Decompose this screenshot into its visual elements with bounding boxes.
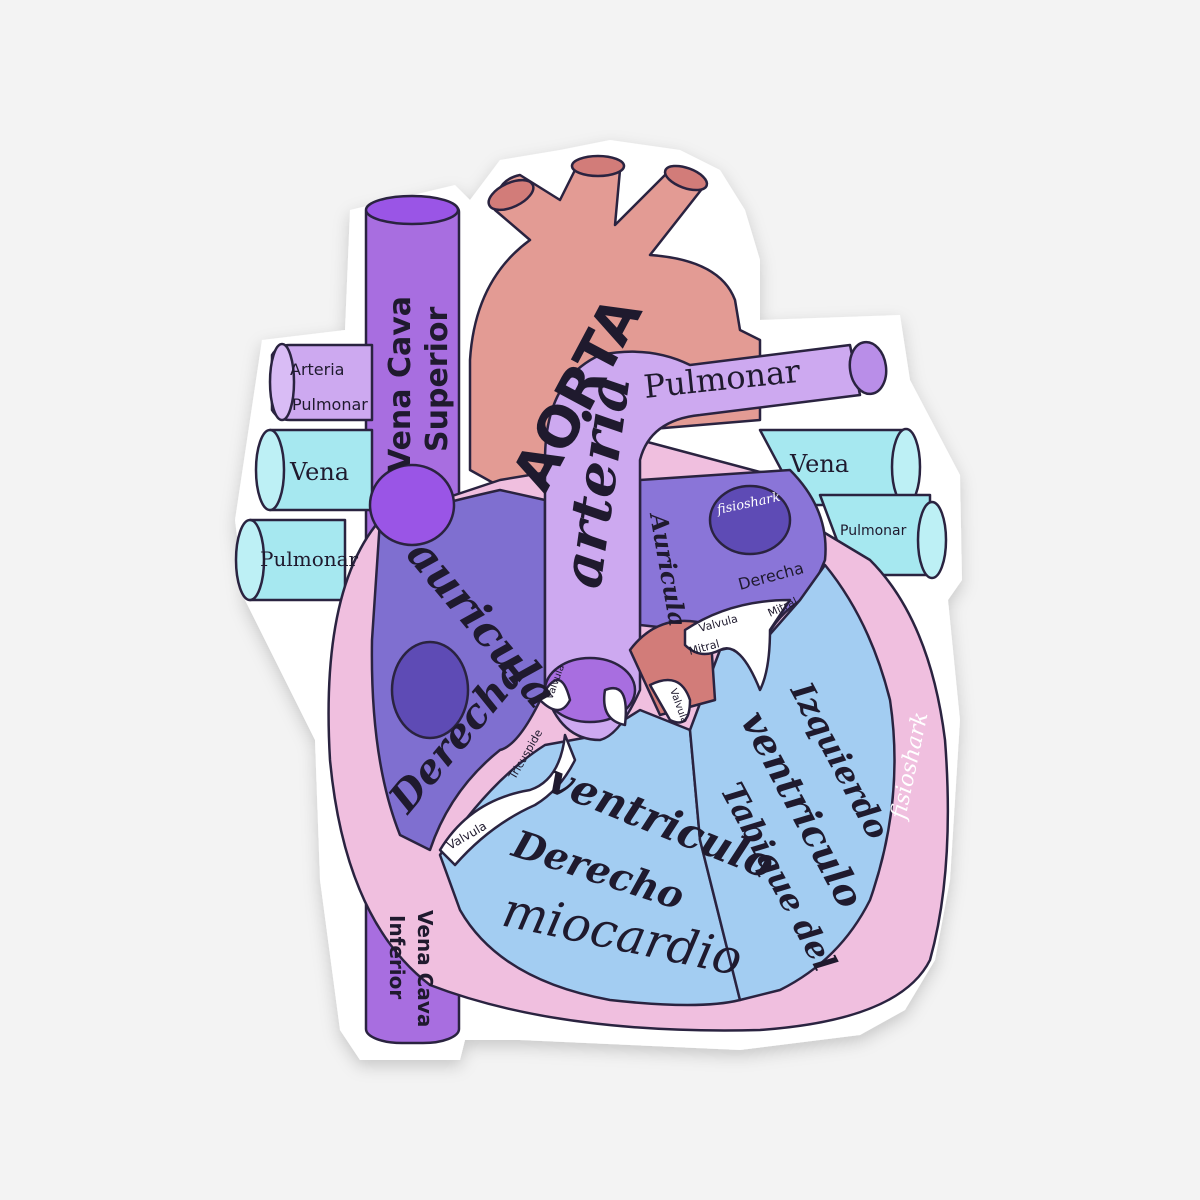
pulmonar-left-cap xyxy=(234,518,266,602)
right-atrium-opening xyxy=(390,640,470,740)
pulmonary-valve-right xyxy=(602,687,628,727)
pulmonary-artery-end-cap xyxy=(848,340,888,396)
pulmonary-valve-left xyxy=(538,678,572,712)
pulmonary-artery xyxy=(543,343,862,742)
label-arteria-pulmonar-left-2: Pulmonar xyxy=(292,395,368,414)
label-pulmonar-left: Pulmonar xyxy=(260,547,359,571)
label-arteria-pulmonar-left-1: Arteria xyxy=(290,360,344,379)
aortic-valve xyxy=(648,678,692,724)
label-pulmonar-right: Pulmonar xyxy=(840,523,907,539)
arteria-pulmonar-left-cap xyxy=(268,342,296,422)
aorta-branch-1-cap xyxy=(487,178,535,212)
label-vena-left: Vena xyxy=(289,458,349,486)
label-vena-right: Vena xyxy=(789,450,849,478)
label-vena-cava-inferior-1: Vena Cava xyxy=(413,910,437,1027)
aorta-branch-3-cap xyxy=(663,164,709,192)
vena-cava-junction xyxy=(368,463,456,547)
vena-right-cap xyxy=(890,427,922,507)
aorta-branch-2-cap xyxy=(570,154,626,178)
label-vena-cava-superior-2: Superior xyxy=(420,307,455,452)
mitral-valve xyxy=(683,598,792,692)
left-atrium-badge xyxy=(708,484,792,556)
pulmonar-right-cap xyxy=(916,500,948,580)
label-vena-cava-inferior-2: Inferior xyxy=(385,915,409,999)
vena-cava-top-cap xyxy=(364,194,460,226)
vena-left-cap xyxy=(254,428,286,512)
right-ventricle xyxy=(438,708,742,1007)
label-vena-cava-superior-1: Vena Cava xyxy=(383,296,418,472)
left-ventricle xyxy=(688,563,896,1002)
tricuspid-valve xyxy=(438,733,577,867)
